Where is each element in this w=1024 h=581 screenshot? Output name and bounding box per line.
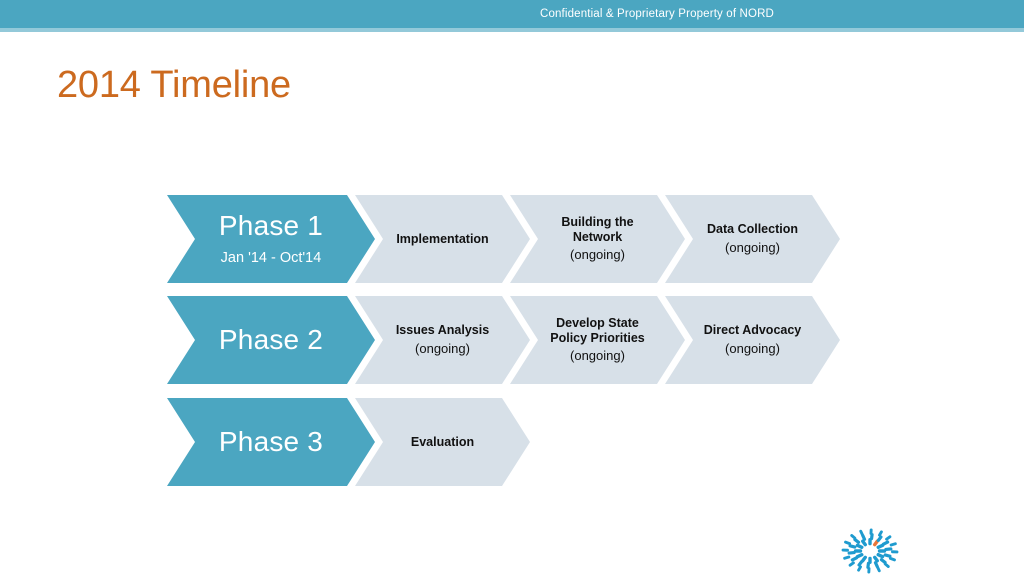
- phase-head-chevron[interactable]: Phase 1 Jan '14 - Oct'14: [167, 195, 375, 283]
- phase-head-chevron[interactable]: Phase 2: [167, 296, 375, 384]
- step-title: Develop State Policy Priorities: [550, 316, 644, 346]
- phase-label: Phase 2: [219, 325, 323, 354]
- phase-step-chevron[interactable]: Issues Analysis (ongoing): [355, 296, 530, 384]
- step-title: Data Collection: [707, 222, 798, 237]
- step-status: (ongoing): [561, 247, 633, 263]
- step-status: (ongoing): [396, 341, 489, 357]
- phase-label: Phase 1: [219, 211, 323, 240]
- phase-step-chevron[interactable]: Develop State Policy Priorities (ongoing): [510, 296, 685, 384]
- step-content: Develop State Policy Priorities (ongoing): [544, 316, 650, 364]
- step-title: Issues Analysis: [396, 323, 489, 338]
- step-content: Direct Advocacy (ongoing): [698, 323, 808, 356]
- nord-starburst-logo: [833, 526, 907, 576]
- step-content: Building the Network (ongoing): [555, 215, 639, 263]
- phase-label: Phase 3: [219, 427, 323, 456]
- step-status: (ongoing): [707, 240, 798, 256]
- phase-step-chevron[interactable]: Evaluation: [355, 398, 530, 486]
- phase-step-chevron[interactable]: Direct Advocacy (ongoing): [665, 296, 840, 384]
- phase-step-chevron[interactable]: Building the Network (ongoing): [510, 195, 685, 283]
- phase-step-chevron[interactable]: Data Collection (ongoing): [665, 195, 840, 283]
- phase-date-range: Jan '14 - Oct'14: [221, 250, 322, 267]
- step-title: Direct Advocacy: [704, 323, 802, 338]
- step-content: Issues Analysis (ongoing): [390, 323, 495, 356]
- step-content: Implementation: [390, 232, 494, 247]
- step-status: (ongoing): [550, 348, 644, 364]
- step-status: (ongoing): [704, 341, 802, 357]
- phase-head-chevron[interactable]: Phase 3: [167, 398, 375, 486]
- step-title: Evaluation: [411, 435, 474, 450]
- step-content: Data Collection (ongoing): [701, 222, 804, 255]
- step-title: Implementation: [396, 232, 488, 247]
- step-content: Evaluation: [405, 435, 480, 450]
- step-title: Building the Network: [561, 215, 633, 245]
- phase-step-chevron[interactable]: Implementation: [355, 195, 530, 283]
